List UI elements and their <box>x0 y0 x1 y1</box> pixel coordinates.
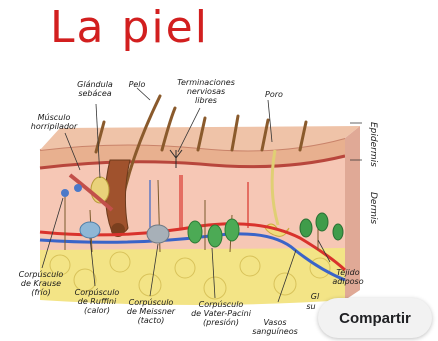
label-poro: Poro <box>260 90 288 99</box>
share-button[interactable]: Compartir <box>318 298 432 338</box>
ruffini-corpuscle <box>80 222 100 238</box>
label-su-partial: su <box>304 302 318 311</box>
label-glandula-partial: Gl <box>308 292 322 301</box>
label-glandula-sebacea: Glándula sebácea <box>64 80 126 98</box>
label-meissner: Corpúsculo de Meissner (tacto) <box>122 298 180 325</box>
label-tejido: Tejido adiposo <box>328 268 368 286</box>
label-pelo: Pelo <box>122 80 152 89</box>
label-dermis: Dermis <box>368 192 378 224</box>
label-epidermis: Epidermis <box>368 122 378 167</box>
label-musculo: Músculo horripilador <box>22 113 86 131</box>
label-pacini: Corpúsculo de Vater-Pacini (presión) <box>184 300 258 327</box>
label-ruffini: Corpúsculo de Ruffini (calor) <box>68 288 126 315</box>
label-krause: Corpúsculo de Krause (frío) <box>14 270 68 297</box>
meissner-corpuscle <box>147 225 169 243</box>
label-vasos: Vasos sanguíneos <box>250 318 300 336</box>
label-terminaciones: Terminaciones nerviosas libres <box>170 78 242 105</box>
